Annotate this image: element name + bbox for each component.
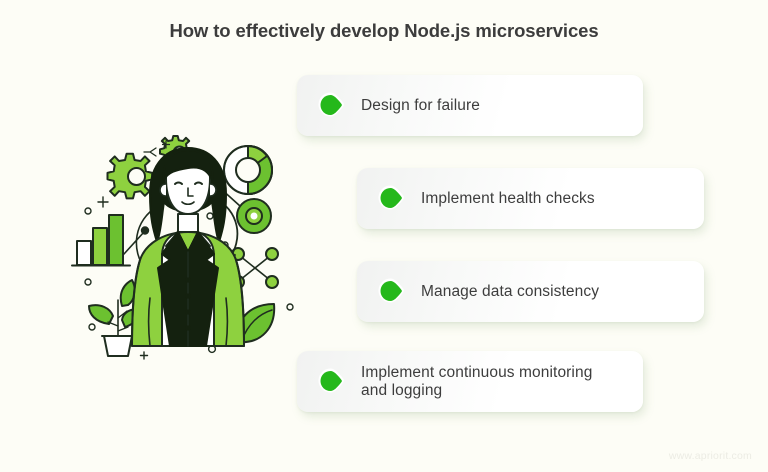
- leaf-bullet-icon: [317, 367, 347, 397]
- list-item-card[interactable]: Implement health checks: [357, 168, 704, 229]
- list-item-label: Manage data consistency: [421, 282, 600, 300]
- woman-figure: [131, 147, 245, 347]
- list-item-label: Implement health checks: [421, 189, 595, 207]
- bar-chart-icon: [71, 214, 131, 267]
- list-item-card[interactable]: Design for failure: [297, 75, 643, 136]
- donut-chart-icon: [223, 145, 273, 195]
- list-item-label: Design for failure: [361, 96, 480, 114]
- list-item-card[interactable]: Implement continuous monitoring and logg…: [297, 351, 643, 412]
- leaf-bullet-icon: [377, 277, 407, 307]
- watermark: www.apriorit.com: [668, 450, 752, 462]
- list-item-label: Implement continuous monitoring and logg…: [361, 363, 593, 399]
- list-item-card[interactable]: Manage data consistency: [357, 261, 704, 322]
- gear-large-icon: [106, 152, 154, 200]
- woman-with-tech-icons-illustration: [62, 128, 312, 368]
- leaf-bullet-icon: [377, 184, 407, 214]
- page-title: How to effectively develop Node.js micro…: [169, 20, 599, 41]
- leaf-bullet-icon: [317, 91, 347, 121]
